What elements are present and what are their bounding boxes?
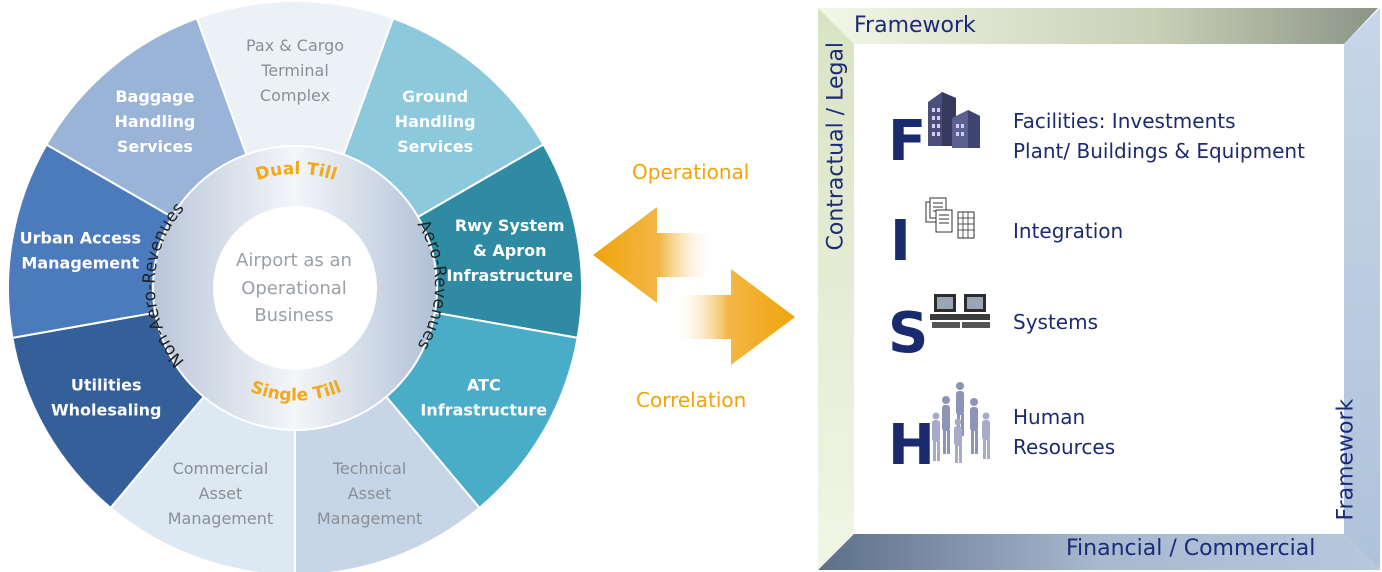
- fish-framework-panel: Framework Contractual / Legal Financial …: [818, 8, 1380, 570]
- fish-text-h-line-1: Human: [1013, 405, 1086, 429]
- segment-label-commercial-line-2: Asset: [199, 484, 243, 503]
- center-circle: [213, 206, 377, 370]
- people-icon: [932, 382, 990, 463]
- center-line-2: Operational: [241, 278, 347, 299]
- fish-letter-i: I: [890, 209, 911, 274]
- center-line-3: Business: [254, 305, 333, 326]
- fish-text-f-line-1: Facilities: Investments: [1013, 109, 1236, 133]
- fish-letter-h: H: [888, 413, 935, 478]
- segment-label-commercial-line-1: Commercial: [173, 459, 269, 478]
- segment-label-rwy-line-2: & Apron: [473, 241, 547, 260]
- fish-text-f-line-2: Plant/ Buildings & Equipment: [1013, 139, 1305, 163]
- segment-label-pax-line-2: Terminal: [260, 61, 329, 80]
- frame-bottom-title: Financial / Commercial: [1066, 536, 1316, 561]
- segment-label-commercial-line-3: Management: [168, 509, 273, 528]
- segment-label-pax-line-1: Pax & Cargo: [246, 36, 344, 55]
- operational-label: Operational: [632, 160, 750, 184]
- segment-label-ground-line-2: Handling: [395, 112, 476, 131]
- bidirectional-arrows: [593, 207, 795, 365]
- segment-label-pax-line-3: Complex: [260, 86, 330, 105]
- segment-label-utilities-line-1: Utilities: [71, 376, 142, 395]
- fish-text-s-line-1: Systems: [1013, 310, 1098, 334]
- segment-label-atc-line-2: Infrastructure: [420, 401, 547, 420]
- fish-text-h-line-2: Resources: [1013, 435, 1116, 459]
- segment-label-utilities-line-2: Wholesaling: [51, 401, 162, 420]
- segment-label-technical-line-3: Management: [317, 509, 422, 528]
- segment-label-baggage-line-1: Baggage: [115, 87, 194, 106]
- frame-borders: [818, 8, 1380, 570]
- segment-label-rwy-line-3: Infrastructure: [446, 266, 573, 285]
- segment-label-rwy-line-1: Rwy System: [455, 216, 565, 235]
- frame-right-title: Framework: [1333, 398, 1359, 521]
- segment-label-ground-line-1: Ground: [402, 87, 468, 106]
- computers-icon: [930, 294, 990, 328]
- segment-label-baggage-line-2: Handling: [114, 112, 195, 131]
- segment-label-technical-line-1: Technical: [332, 459, 406, 478]
- left-arrow-icon: [593, 207, 715, 303]
- center-line-1: Airport as an: [236, 250, 352, 271]
- building-icon: [928, 92, 980, 148]
- segment-label-technical-line-2: Asset: [348, 484, 392, 503]
- documents-icon: [925, 197, 975, 239]
- frame-top-title: Framework: [854, 13, 976, 38]
- right-arrow-icon: [673, 269, 795, 365]
- frame-left-title: Contractual / Legal: [823, 41, 849, 251]
- correlation-label: Correlation: [636, 388, 747, 412]
- segment-label-atc-line-1: ATC: [467, 376, 501, 395]
- fish-text-i-line-1: Integration: [1013, 219, 1124, 243]
- segment-label-ground-line-3: Services: [397, 137, 473, 156]
- segment-label-urban-line-1: Urban Access: [20, 229, 141, 248]
- fish-letter-f: F: [888, 109, 927, 174]
- fish-letter-s: S: [888, 301, 929, 366]
- segment-label-baggage-line-3: Services: [117, 137, 193, 156]
- segment-label-urban-line-2: Management: [21, 254, 139, 273]
